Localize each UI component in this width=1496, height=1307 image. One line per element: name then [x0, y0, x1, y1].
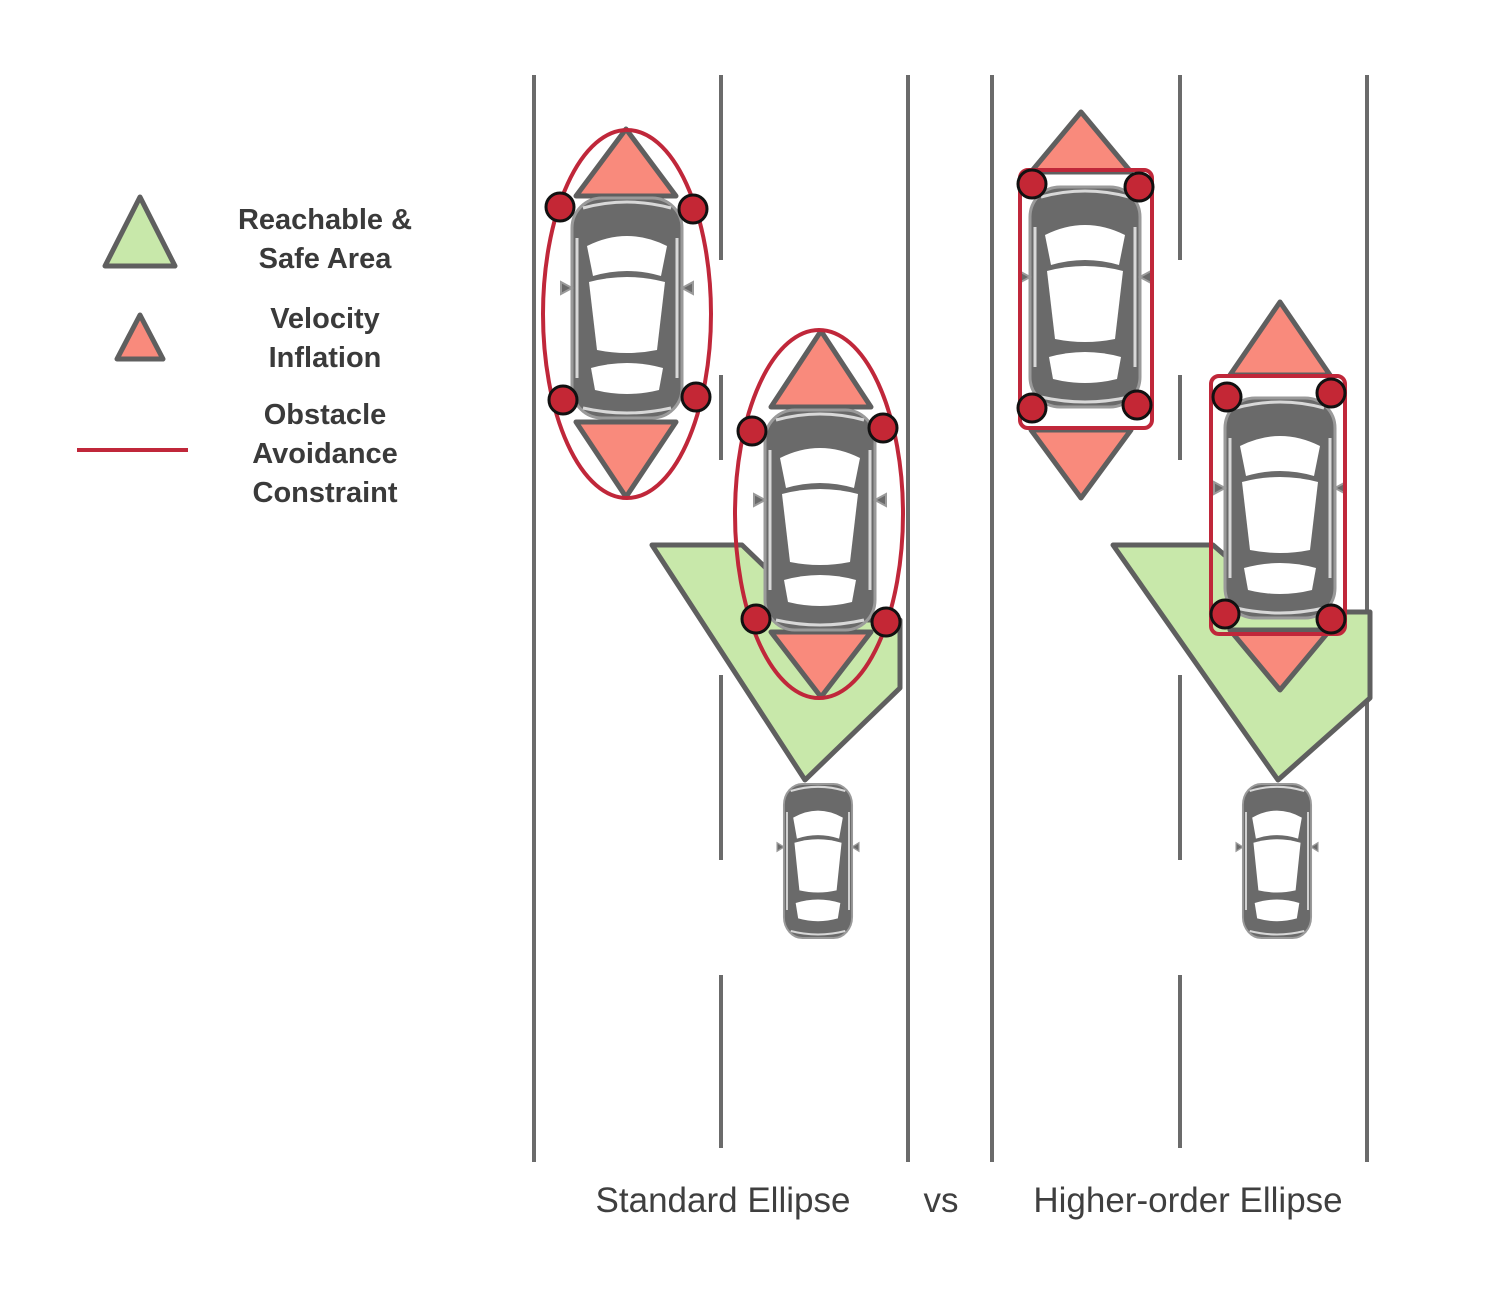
- obstacle-avoidance-superellipse: [1209, 374, 1347, 636]
- corner-point: [1315, 377, 1347, 409]
- corner-point: [1016, 392, 1048, 424]
- caption-higher-order-ellipse: Higher-order Ellipse: [1033, 1181, 1342, 1220]
- velocity-inflation-rear: [768, 629, 874, 700]
- corner-point: [1016, 168, 1048, 200]
- legend: Reachable & Safe Area Velocity Inflation…: [77, 194, 412, 509]
- corner-point: [680, 381, 712, 413]
- corner-point: [1315, 603, 1347, 635]
- corner-point: [1209, 598, 1241, 630]
- car-icon: [1235, 782, 1319, 940]
- car-icon: [1017, 185, 1153, 409]
- corner-point: [1121, 389, 1153, 421]
- corner-point: [677, 193, 709, 225]
- legend-item-velocity-inflation: Velocity Inflation: [114, 303, 382, 374]
- higher-order-ellipse-panel: [990, 75, 1373, 1162]
- legend-velocity-line1: Velocity: [270, 303, 380, 335]
- obstacle-vehicle-1: [541, 126, 713, 500]
- legend-reachable-line1: Reachable &: [238, 204, 412, 236]
- legend-item-reachable-safe-area: Reachable & Safe Area: [102, 194, 412, 275]
- obstacle-vehicle-1: [1016, 109, 1155, 501]
- obstacle-vehicle-2: [733, 328, 905, 700]
- legend-obstacle-line1: Obstacle: [264, 399, 387, 431]
- car-icon: [776, 782, 860, 940]
- velocity-inflation-front: [1028, 109, 1134, 175]
- corner-point: [1123, 171, 1155, 203]
- corner-point: [544, 191, 576, 223]
- legend-obstacle-line3: Constraint: [253, 477, 398, 509]
- obstacle-vehicle-2: [1209, 299, 1348, 693]
- car-icon: [559, 196, 695, 420]
- corner-point: [736, 415, 768, 447]
- corner-points: [544, 191, 712, 416]
- ego-vehicle: [1235, 782, 1319, 940]
- corner-points: [1209, 377, 1347, 635]
- obstacle-avoidance-superellipse: [1018, 168, 1154, 430]
- legend-velocity-line2: Inflation: [269, 342, 382, 374]
- corner-point: [740, 603, 772, 635]
- velocity-inflation-rear: [1227, 627, 1333, 693]
- car-icon: [1212, 396, 1348, 620]
- velocity-inflation-rear: [573, 419, 679, 500]
- car-icon: [752, 408, 888, 632]
- corner-points: [736, 412, 902, 638]
- legend-item-obstacle-avoidance: Obstacle Avoidance Constraint: [77, 399, 398, 509]
- red-triangle-icon: [114, 312, 166, 362]
- velocity-inflation-front: [573, 126, 679, 199]
- standard-ellipse-panel: [532, 75, 910, 1162]
- corner-points: [1016, 168, 1155, 424]
- caption-standard-ellipse: Standard Ellipse: [596, 1181, 851, 1220]
- velocity-inflation-front: [768, 328, 874, 410]
- green-triangle-icon: [102, 194, 178, 269]
- obstacle-avoidance-ellipse: [733, 328, 905, 700]
- ego-vehicle: [776, 782, 860, 940]
- corner-point: [867, 412, 899, 444]
- legend-reachable-line2: Safe Area: [259, 243, 393, 275]
- road-lines: [532, 75, 910, 1162]
- velocity-inflation-rear: [1028, 427, 1134, 501]
- obstacle-avoidance-ellipse: [541, 128, 713, 500]
- velocity-inflation-front: [1227, 299, 1333, 378]
- corner-point: [870, 606, 902, 638]
- corner-point: [1211, 381, 1243, 413]
- legend-obstacle-line2: Avoidance: [252, 438, 398, 470]
- corner-point: [547, 384, 579, 416]
- caption-vs: vs: [924, 1181, 959, 1220]
